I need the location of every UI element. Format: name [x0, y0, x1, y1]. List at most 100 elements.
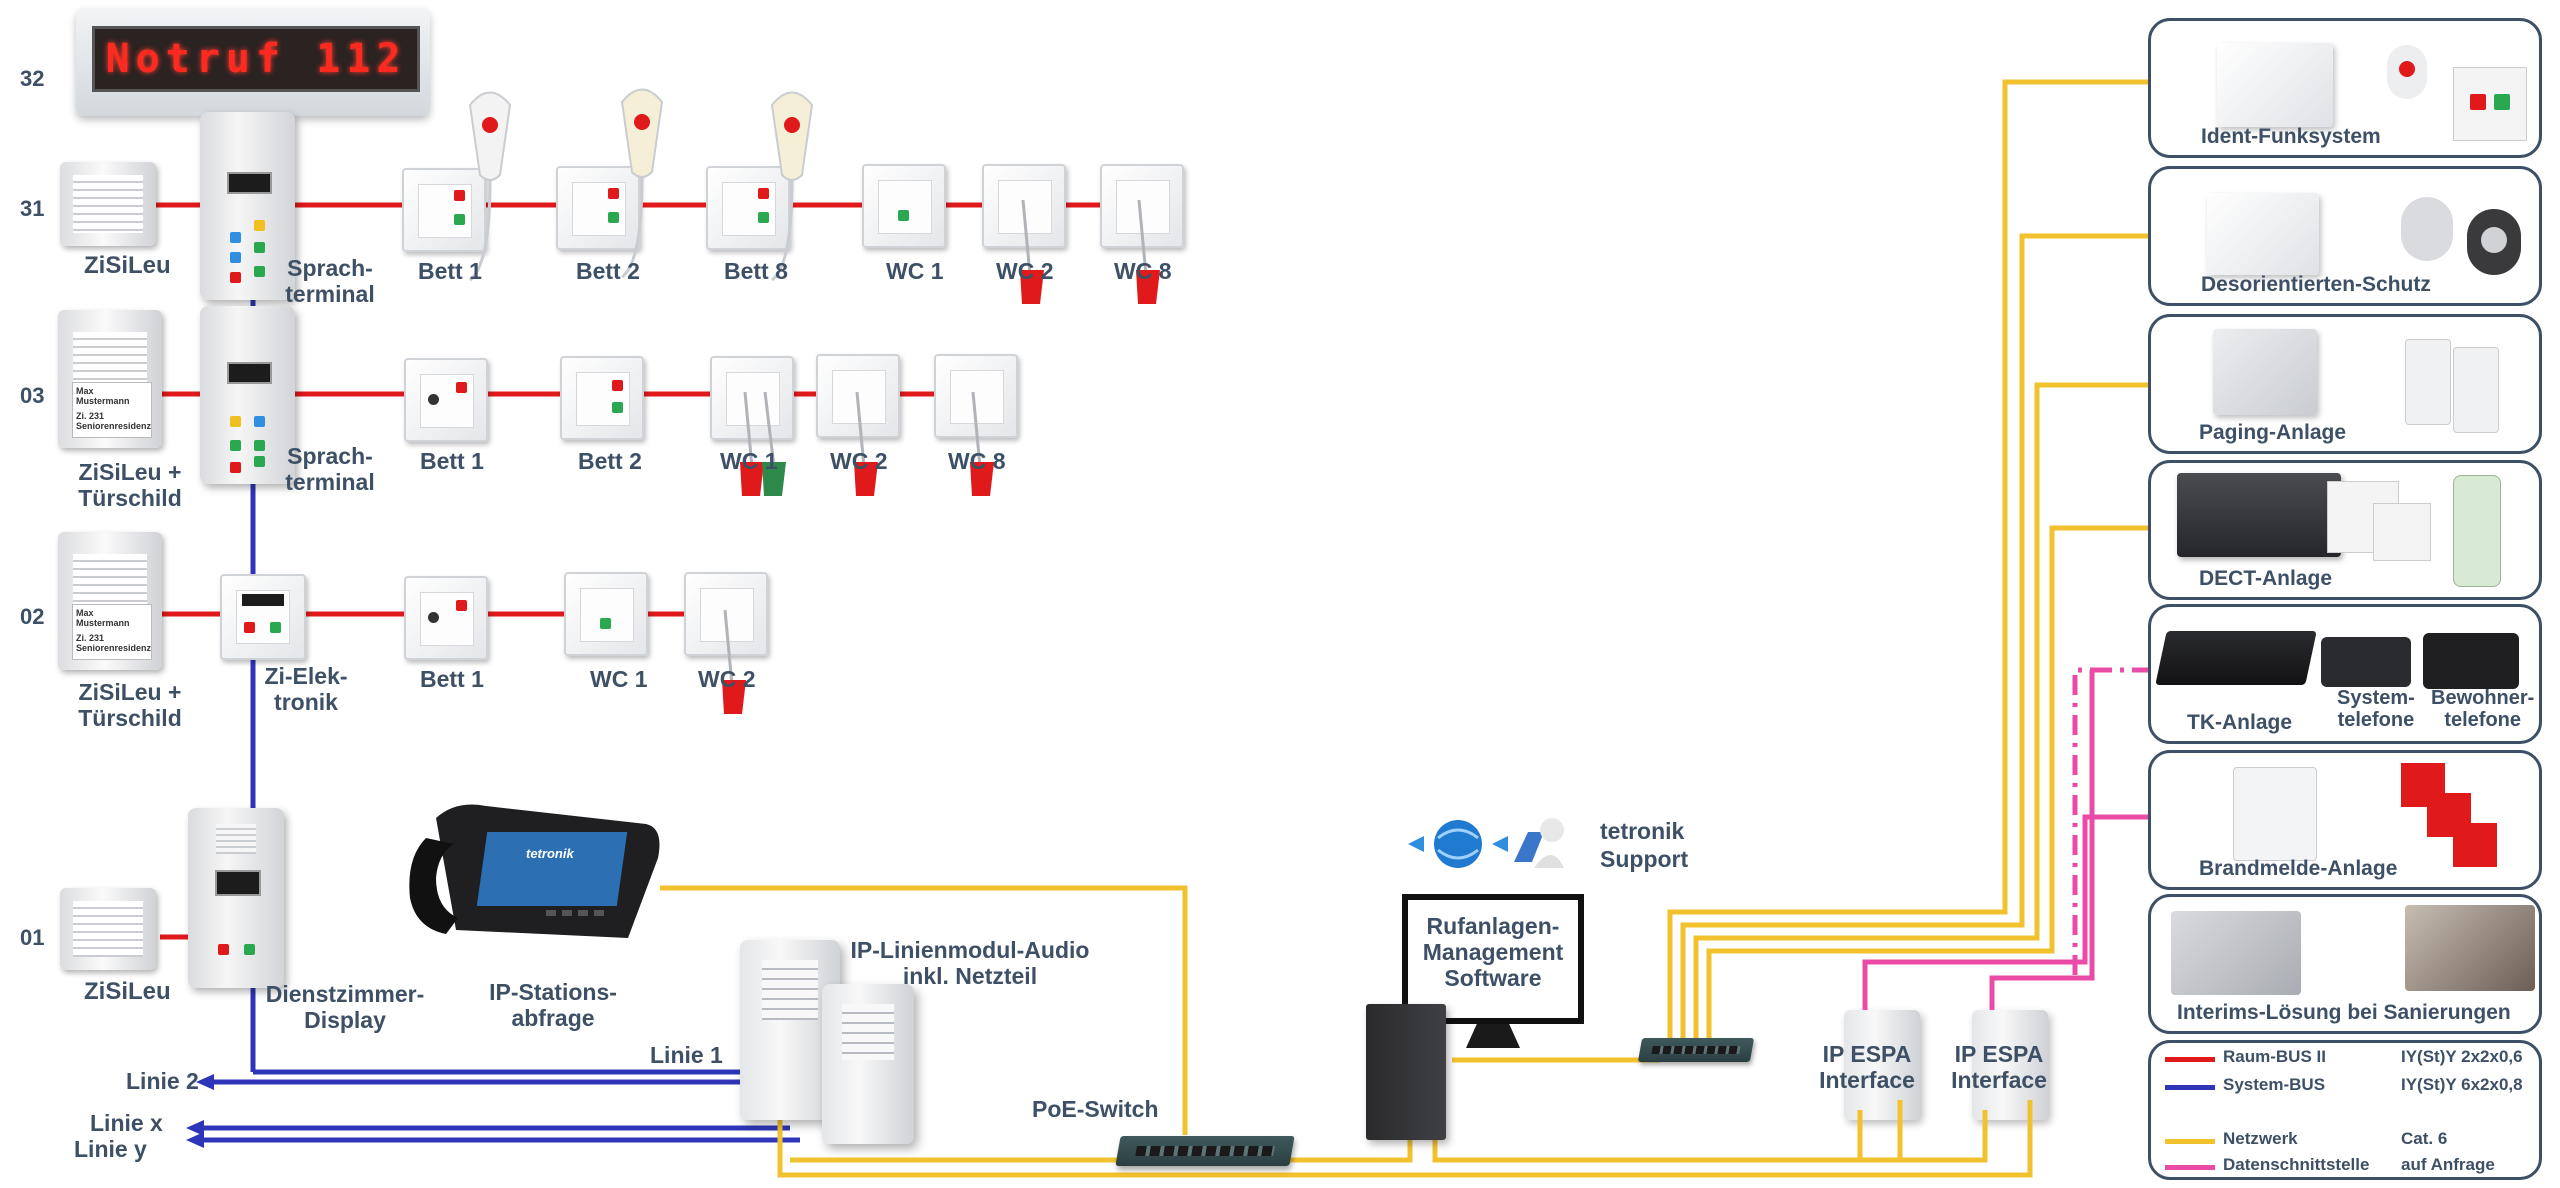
bewohner-telefone-label: Bewohner-telefone [2431, 687, 2535, 732]
management-pc [1366, 1004, 1446, 1140]
bett-label-31-1: Bett 1 [418, 258, 482, 284]
wc-label-31-2: WC 2 [996, 258, 1054, 284]
wc-pullcord-03-8 [970, 392, 994, 496]
wc-label-31-8: WC 8 [1114, 258, 1172, 284]
system-box-desorientierten-schutz: Desorientierten-Schutz [2148, 166, 2542, 306]
wc-label-03-8: WC 8 [948, 448, 1006, 474]
floor-label-03: 03 [20, 383, 45, 408]
wc-label-03-2: WC 2 [830, 448, 888, 474]
wc-label-03-1: WC 1 [720, 448, 778, 474]
wc-label-31-1: WC 1 [886, 258, 944, 284]
wc-pullcord-03-2 [854, 392, 878, 496]
wc-plate-03-1 [710, 356, 794, 440]
wc-pullcord-03-1 [740, 392, 786, 496]
legend-name-system-bus: System-BUS [2223, 1075, 2326, 1094]
system-box-ident-funksystem: Ident-Funksystem [2148, 18, 2542, 158]
system-box-interims-loesung: Interims-Lösung bei Sanierungen [2148, 894, 2542, 1034]
zisileu-label-01: ZiSiLeu [84, 978, 171, 1005]
sprachterminal-31 [200, 112, 295, 300]
legend-spec-netzwerk: Cat. 6 [2401, 1129, 2448, 1148]
zi-elektronik-device-02 [220, 574, 306, 660]
bett-plate-03-1 [404, 358, 488, 442]
linie-2-label: Linie 2 [126, 1068, 199, 1094]
zisileu-label-03: ZiSiLeu +Türschild [78, 459, 182, 511]
daten-lines [1862, 667, 2150, 1010]
system-box-brandmelde-anlage: Brandmelde-Anlage [2148, 750, 2542, 890]
poe-switch-label: PoE-Switch [1032, 1096, 1159, 1122]
bett-plate-31-1 [402, 168, 486, 252]
linie-1-label: Linie 1 [650, 1042, 723, 1068]
wc-plate-31-1 [862, 164, 946, 248]
floor-label-32: 32 [20, 66, 45, 91]
bett-label-03-2: Bett 2 [578, 448, 642, 474]
system-title-tk-anlage: TK-Anlage [2187, 711, 2292, 734]
system-bus-arrows [186, 1074, 214, 1148]
legend-swatch-daten [2165, 1165, 2215, 1170]
bett-handset-31-8 [770, 91, 814, 282]
sprachterminal-label-31: Sprach-terminal [285, 255, 375, 307]
dienstzimmer-display [188, 808, 284, 988]
sprachterminal-label-03: Sprach-terminal [285, 443, 375, 495]
notruf-led-text: Notruf 112 [92, 26, 420, 92]
floor-label-31: 31 [20, 196, 45, 221]
network-switch-2 [1637, 1038, 1755, 1062]
bett-label-31-2: Bett 2 [576, 258, 640, 284]
netzwerk-lines [660, 79, 2150, 1178]
wc-pullcord-31-2 [1020, 200, 1044, 304]
sprachterminal-03 [200, 306, 295, 484]
notruf-display: Notruf 112 [76, 8, 430, 116]
wc-plate-03-8 [934, 354, 1018, 438]
system-title-ident-funksystem: Ident-Funksystem [2201, 125, 2381, 148]
bett-label-03-1: Bett 1 [420, 448, 484, 474]
legend-name-netzwerk: Netzwerk [2223, 1129, 2298, 1148]
zi-elektronik-label-02: Zi-Elek-tronik [264, 663, 348, 715]
bett-plate-31-8 [706, 166, 790, 250]
support-icon [1408, 818, 1564, 868]
bett-handset-31-2 [620, 88, 664, 279]
system-title-desorientierten-schutz: Desorientierten-Schutz [2201, 273, 2431, 296]
system-telefone-label: System-telefone [2337, 687, 2415, 732]
bett-plate-02-1 [404, 576, 488, 660]
linie-x-label: Linie x [90, 1110, 163, 1136]
wc-label-02-1: WC 1 [590, 666, 648, 692]
legend-box: Raum-BUS II IY(St)Y 2x2x0,6 System-BUS I… [2148, 1040, 2542, 1180]
legend-swatch-netzwerk [2165, 1139, 2215, 1144]
system-title-brandmelde-anlage: Brandmelde-Anlage [2199, 857, 2398, 880]
legend-swatch-raum-bus [2165, 1057, 2215, 1062]
system-title-paging-anlage: Paging-Anlage [2199, 421, 2347, 444]
system-title-interims-loesung: Interims-Lösung bei Sanierungen [2177, 1001, 2511, 1024]
legend-spec-daten: auf Anfrage [2401, 1155, 2495, 1174]
zisileu-device-01 [60, 888, 156, 970]
monitor-stand [1466, 1024, 1520, 1048]
system-box-dect-anlage: DECT-Anlage [2148, 460, 2542, 600]
legend-name-raum-bus: Raum-BUS II [2223, 1047, 2326, 1066]
legend-name-daten: Datenschnittstelle [2223, 1155, 2370, 1174]
bett-handset-31-1 [468, 91, 512, 282]
system-box-paging-anlage: Paging-Anlage [2148, 314, 2542, 454]
zisileu-label-31: ZiSiLeu [84, 252, 171, 279]
bett-label-31-8: Bett 8 [724, 258, 788, 284]
ip-linienmodul-2 [822, 984, 914, 1144]
wc-plate-31-2 [982, 164, 1066, 248]
bett-plate-03-2 [560, 356, 644, 440]
system-title-dect-anlage: DECT-Anlage [2199, 567, 2333, 590]
poe-switch-device [1115, 1136, 1295, 1166]
floor-label-02: 02 [20, 604, 45, 629]
wc-label-02-2: WC 2 [698, 666, 756, 692]
bett-plate-31-2 [556, 166, 640, 250]
ip-stations-phone [409, 804, 660, 938]
floor-label-01: 01 [20, 925, 45, 950]
system-box-tk-anlage: TK-Anlage System-telefone Bewohner-telef… [2148, 604, 2542, 744]
legend-spec-raum-bus: IY(St)Y 2x2x0,6 [2401, 1047, 2523, 1066]
wc-pullcord-02-2 [722, 610, 746, 714]
bett-label-02-1: Bett 1 [420, 666, 484, 692]
legend-spec-system-bus: IY(St)Y 6x2x0,8 [2401, 1075, 2523, 1094]
